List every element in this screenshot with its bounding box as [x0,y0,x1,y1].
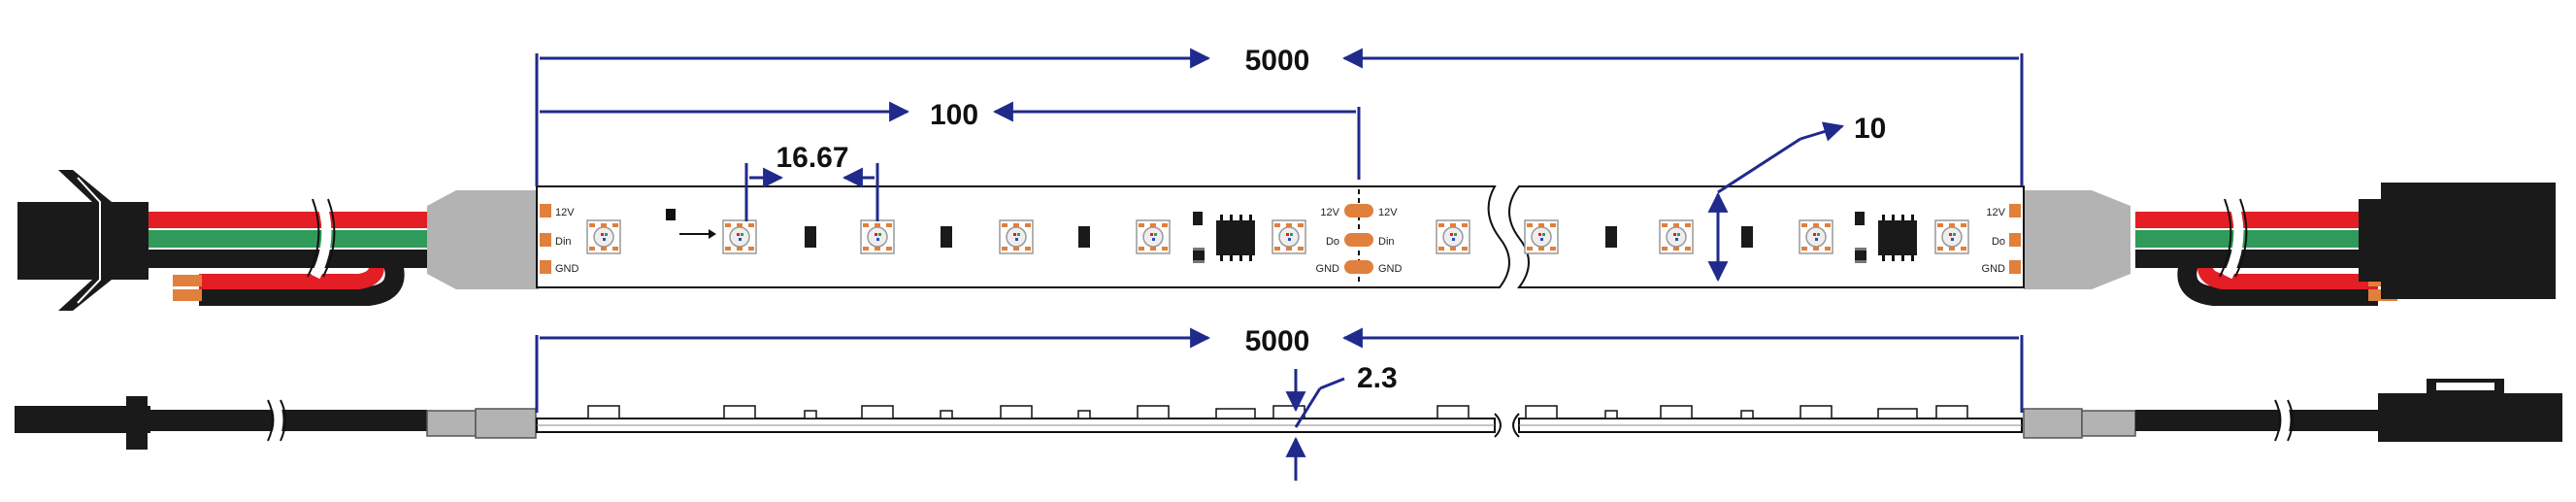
dimension-total-length-side: 5000 [1245,325,1310,357]
led-strip-top-view [536,185,2025,288]
rgb-led-5050-icon [1436,219,1470,254]
pad-label: GND [1982,263,2006,275]
led-side-icon [1437,405,1470,419]
led-side-icon [1935,405,1968,419]
led-side-icon [1660,405,1693,419]
rgb-led-5050-icon [860,219,895,254]
jst-sm-male-connector-icon [17,170,149,311]
dimensions-side [535,327,2024,481]
led-side-icon [861,405,894,419]
led-side-icon [1137,405,1170,419]
ic-side-icon [1877,408,1918,419]
dimensions-top [535,48,2024,283]
jst-sm-female-connector-side-icon [2378,379,2562,442]
pad-labels-cut-left: 12V Do GND [1316,207,1340,275]
left-connector-assembly [17,170,539,311]
pad-label: GND [1316,263,1340,275]
ic-side-icon [1215,408,1256,419]
pad-label: Do [1992,236,2005,248]
pad-label: 12V [555,207,575,218]
rgb-led-5050-icon [1136,219,1171,254]
led-side-icon [723,405,756,419]
jst-sm-female-connector-icon [2359,183,2556,299]
resistor-side-icon [1740,410,1754,419]
capacitor-icon [1855,248,1866,263]
jst-sm-male-connector-side-icon [15,396,150,450]
rgb-led-5050-icon [1271,219,1306,254]
right-connector-assembly [2024,183,2556,306]
resistor-side-icon [940,410,953,419]
pad-label: 12V [1986,207,2005,218]
resistor-icon [1078,226,1090,248]
strip-components [586,212,1969,263]
pad-label: Do [1326,236,1339,248]
dimension-strip-width: 10 [1854,113,1886,145]
rgb-led-5050-icon [999,219,1034,254]
rgb-led-5050-icon [1659,219,1694,254]
pad-label: Din [1378,236,1395,248]
copper-pads [540,204,2021,274]
led-side-icon [1800,405,1833,419]
pad-label: GND [555,263,579,275]
pad-label: GND [1378,263,1403,275]
pad-label: 12V [1378,207,1398,218]
dimension-led-pitch: 16.67 [776,142,848,174]
led-side-icon [1272,405,1305,419]
resistor-side-icon [1604,410,1618,419]
led-side-icon [587,405,620,419]
pad-labels-left: 12V Din GND [555,207,579,275]
resistor-icon [805,226,816,248]
data-direction-arrow [666,209,716,239]
led-side-icon [1525,405,1558,419]
dimension-cut-unit: 100 [930,99,978,131]
pad-label: 12V [1320,207,1339,218]
dimension-thickness: 2.3 [1357,362,1398,394]
rgb-led-5050-icon [1799,219,1833,254]
resistor-icon [941,226,952,248]
rgb-led-5050-icon [586,219,621,254]
resistor-side-icon [804,410,817,419]
pad-label: Din [555,236,572,248]
driver-ic-chip-icon [1193,212,1255,261]
resistor-icon [1605,226,1617,248]
capacitor-icon [1193,248,1205,263]
rgb-led-5050-icon [1524,219,1559,254]
pad-labels-right: 12V Do GND [1982,207,2006,275]
rgb-led-5050-icon [1934,219,1969,254]
rgb-led-5050-icon [722,219,757,254]
resistor-side-icon [1077,410,1091,419]
resistor-icon [1741,226,1753,248]
led-side-icon [1000,405,1033,419]
pad-labels-cut-right: 12V Din GND [1378,207,1403,275]
led-strip-side-view [15,379,2562,450]
driver-ic-chip-icon [1855,212,1917,261]
dimension-total-length: 5000 [1245,45,1310,77]
